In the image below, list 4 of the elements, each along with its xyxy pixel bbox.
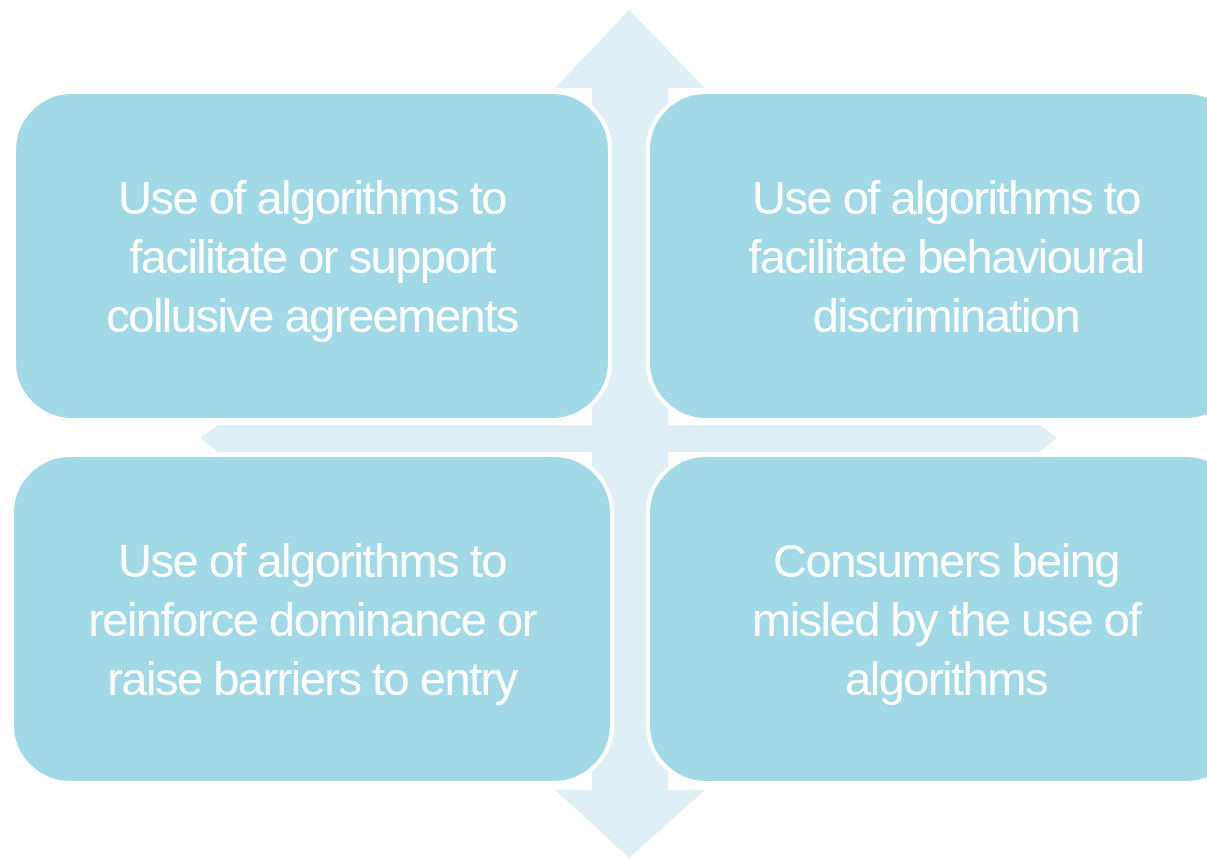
- box-text: Use of algorithms to reinforce dominance or raise barriers to entry: [87, 532, 538, 707]
- box-text: Consumers being misled by the use of algorithms: [751, 532, 1142, 707]
- box-text: Use of algorithms to facilitate behavioural discrimination: [747, 169, 1145, 344]
- box-text: Use of algorithms to facilitate or support collusive agreements: [105, 169, 519, 344]
